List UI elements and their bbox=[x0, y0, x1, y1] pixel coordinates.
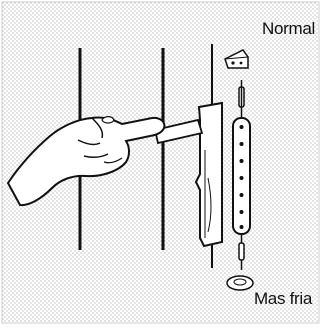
normal-label: Normal bbox=[262, 19, 315, 38]
hand-icon bbox=[6, 116, 204, 207]
temperature-scale bbox=[232, 80, 251, 270]
ice-cube-icon bbox=[226, 275, 254, 291]
cheese-icon bbox=[224, 49, 249, 69]
slider-housing bbox=[194, 101, 223, 248]
mas-fria-label: Mas fria bbox=[253, 289, 312, 308]
